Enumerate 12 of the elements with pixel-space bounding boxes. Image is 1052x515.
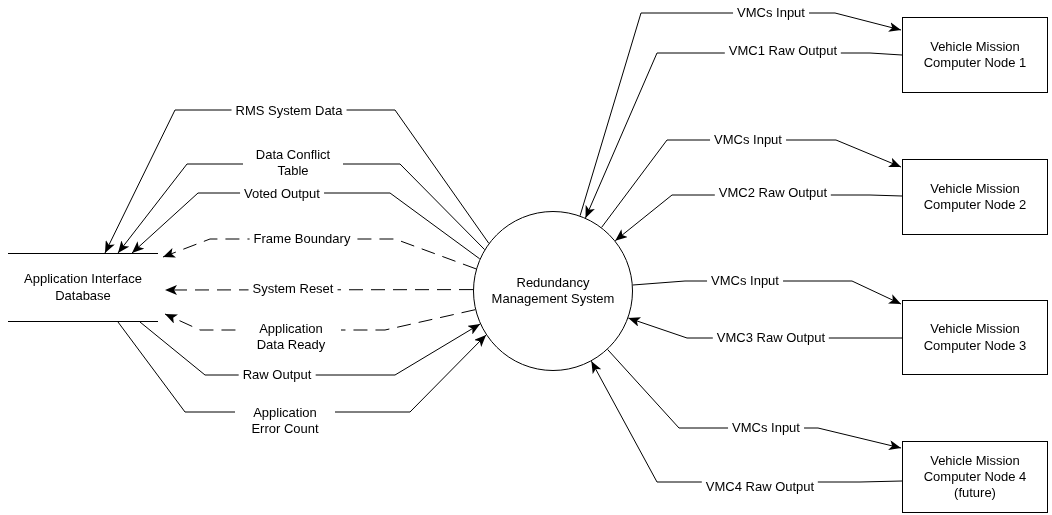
entity-box (902, 17, 1048, 93)
node-label: Application Interface Database (23, 271, 143, 304)
node-label: Vehicle Mission Computer Node 4 (future) (922, 452, 1028, 502)
edge-label: VMC4 Raw Output (701, 478, 819, 496)
data-store (8, 253, 158, 322)
node-label: Redundancy Management System (490, 274, 616, 308)
entity-box (902, 300, 1048, 375)
node-label: Vehicle Mission Computer Node 1 (922, 38, 1028, 72)
node-label: Vehicle Mission Computer Node 3 (922, 321, 1028, 354)
entity-box (902, 159, 1048, 235)
node-label: Vehicle Mission Computer Node 2 (922, 180, 1028, 214)
entity-box (902, 441, 1048, 513)
